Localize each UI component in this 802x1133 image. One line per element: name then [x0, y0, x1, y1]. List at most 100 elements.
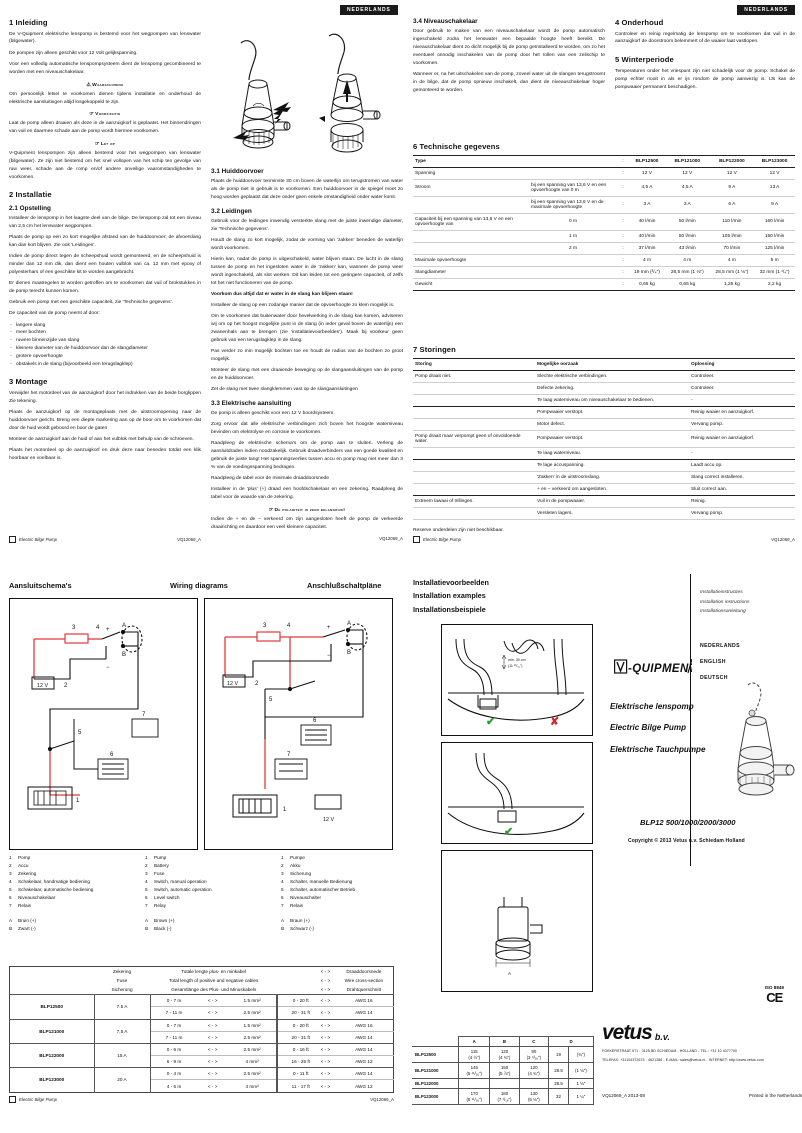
spec-value: 9 A: [771, 202, 779, 207]
cable-arrow-2: < - >: [320, 1059, 331, 1065]
instruction-de: Installationsanleitung: [700, 609, 746, 615]
cover-divider: [690, 574, 691, 866]
dim-cell: 180(7 ¹/₁₆"): [489, 1088, 520, 1106]
dim-value-inch: (6 ¹¹/₁₆"): [466, 1096, 483, 1102]
language-tab-nederlands-right: NEDERLANDS: [737, 5, 795, 16]
cover-lang-nederlands: NEDERLANDS: [700, 643, 741, 649]
dim-value-mm: 145: [470, 1064, 478, 1070]
fault-cell: Te laag waterniveau.: [537, 450, 581, 456]
capacity-factors-list: langere slang meer bochten ruwere binnen…: [9, 322, 201, 370]
fault-cell: [413, 394, 535, 406]
cable-fuse: 7,5 A: [94, 1019, 151, 1044]
note-heading: ☞ Let op: [9, 141, 201, 147]
cable-feet: 11 - 17 ft: [291, 1083, 310, 1089]
s3-2-p2: Houdt de slang zo kort mogelijk, zodat d…: [211, 237, 403, 251]
svg-text:6: 6: [313, 718, 317, 724]
cable-separator: [276, 1019, 286, 1032]
dim-model: BLP123000: [412, 1088, 459, 1106]
spec-label: Gewicht: [415, 281, 433, 287]
legend-number: 3: [9, 871, 12, 877]
cable-header-arrow: < - >: [320, 987, 331, 993]
dim-value-inch: (5 ¹¹/₁₆"): [466, 1070, 483, 1076]
footer-brand: Electric Bilge Pump: [413, 536, 461, 543]
dim-d-inch: 1 ⅛": [567, 1078, 595, 1090]
svg-text:A: A: [122, 623, 126, 629]
cable-header-blank-2: [277, 985, 316, 995]
dim-cell: [457, 1078, 491, 1090]
legend-number: 2: [145, 863, 148, 869]
svg-text:12 V: 12 V: [323, 817, 334, 823]
legend-text: Schalter, automatischer Betrieb: [290, 887, 356, 893]
cable-feet: 0 - 16 ft: [292, 1046, 309, 1052]
cable-header-blank-2: [277, 967, 316, 977]
cable-arrow: < - >: [207, 1034, 218, 1040]
spec-value: 6 A: [728, 202, 736, 207]
s2-p3: Indien de pomp direct tegen de scheepshu…: [9, 254, 201, 276]
dim-cell: 120(4 ¾"): [489, 1046, 520, 1064]
caution-heading: ☞ Voorzichtig: [9, 111, 201, 117]
cover-language-list: NEDERLANDS ENGLISH DEUTSCH: [700, 638, 740, 686]
spec-value: 12 V: [769, 170, 780, 176]
install-example-2: ✔: [441, 742, 593, 844]
language-tab-nederlands-left: NEDERLANDS: [340, 5, 398, 16]
spec-value: BLP122000: [719, 158, 745, 164]
page-footer-1: Electric Bilge Pump VQ12069_A: [9, 536, 201, 543]
product-name-nl: Elektrische lenspomp: [610, 702, 694, 711]
spec-value: 12 V: [726, 170, 737, 176]
spec-value: 12 V: [642, 170, 652, 176]
dim-d-mm: 28.5: [548, 1062, 569, 1080]
fault-cell: Te laag waterniveau om niveauschakelaar …: [537, 397, 655, 403]
fault-cell: -: [691, 450, 693, 456]
svg-text:5: 5: [78, 730, 82, 736]
fault-cell: Controleer.: [691, 373, 715, 379]
vetus-wordmark: vetus: [602, 1021, 653, 1044]
cable-arrow: < - >: [207, 1071, 218, 1077]
cable-mm2: 2.5 mm²: [243, 1046, 261, 1052]
legend-number: 2: [9, 863, 12, 869]
cable-model: BLP123000: [9, 1067, 95, 1093]
spec-label: [413, 242, 529, 254]
s3-3-p5: Installeer in de 'plus' (+) draad een ho…: [211, 487, 403, 501]
svg-text:min. 30 cm: min. 30 cm: [508, 658, 526, 662]
cable-feet: 20 - 31 ft: [291, 1010, 310, 1016]
fault-cell: Reinig.: [691, 498, 706, 504]
cable-fuse: 7.5 A: [94, 994, 151, 1020]
fault-column-header: Storing: [415, 361, 432, 367]
cable-awg: AWG 14: [355, 1010, 373, 1016]
legend-number: 3: [145, 871, 148, 877]
spec-sublabel: bij een spanning van 13,6 V en een opvoe…: [531, 182, 607, 193]
s3-2-p5: Om te voorkomen dat buitenwater door hev…: [211, 314, 403, 343]
ce-mark-icon: CE: [766, 990, 783, 1005]
dim-cell: 145(5 ¹¹/₁₆"): [457, 1062, 491, 1080]
install-example-3: A: [441, 850, 593, 992]
cable-mm2: 4 mm²: [245, 1059, 259, 1065]
dim-d-mm: 28.5: [548, 1078, 569, 1090]
legend-text: Pumpe: [290, 855, 305, 860]
install-title-de: Installationsbeispiele: [413, 604, 486, 614]
dim-column-header: B: [489, 1035, 520, 1048]
table-row: Versleten lagers.Vervang pomp.: [413, 507, 795, 519]
list-item: obstakels in de slang (bijvoorbeeld een …: [9, 361, 201, 369]
fault-cell: Vervang pomp.: [691, 510, 724, 516]
page-footer-2: VQ12069_A: [211, 536, 403, 541]
wiring-title-nl: Aansluitschema's: [9, 581, 72, 590]
legend-number: B: [145, 925, 149, 931]
column-3: 3.4 Niveauschakelaar Door gebruik te mak…: [413, 18, 605, 98]
legend-text: Zekering: [18, 871, 37, 877]
spec-colon: :: [622, 281, 624, 287]
brand-square-icon: [9, 1096, 16, 1103]
legend-text: Brown (+): [154, 917, 175, 923]
fault-cell: [413, 406, 535, 418]
note-label: Let op: [100, 142, 116, 148]
cable-length: 7 - 11 m: [165, 1034, 183, 1040]
fault-cell: Extreem lawaai of trillingen.: [415, 498, 474, 504]
install-example-1: min. 30 cm (11 ¹³/₁₆") ✔ ✘: [441, 624, 593, 736]
fault-cell: Reinig waaier en aanzuigkorf.: [691, 436, 755, 441]
